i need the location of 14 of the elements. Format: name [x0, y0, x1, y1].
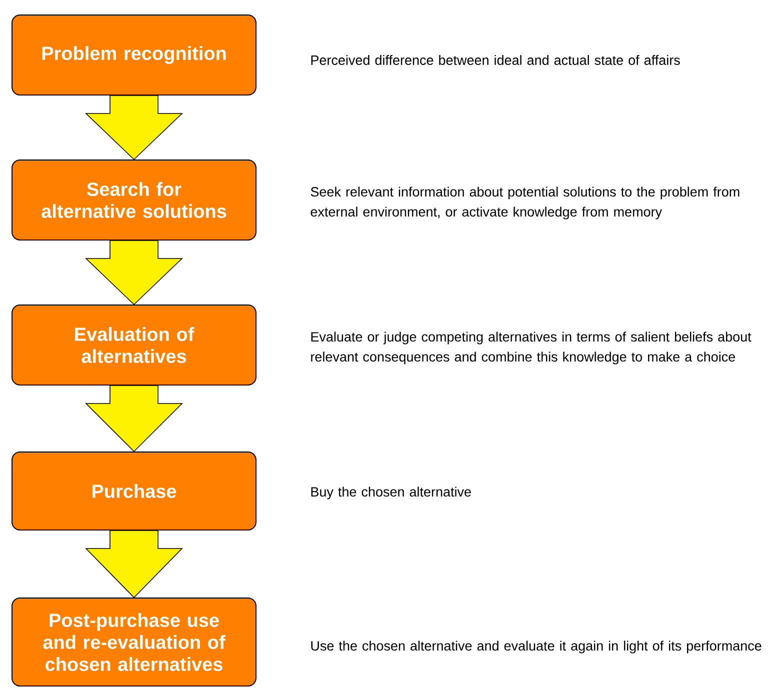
description-text: Buy the chosen alternative [311, 486, 471, 500]
description-text: Perceived difference between ideal and actual state of affairs [311, 55, 680, 65]
process-box: Purchase [12, 452, 256, 530]
block-arrow [85, 95, 183, 160]
description-text: Seek relevant information about potential solutions to the problem from external environment, or activate knowledge from memory [310, 186, 740, 220]
description-text: Evaluate or judge competing alternatives in terms of salient beliefs about relevant consequences and combine this knowledge to make a choice [311, 332, 752, 364]
process-box: Post-purchase use and re-evaluation of chosen alternatives [12, 598, 256, 686]
block-arrow [85, 385, 183, 452]
process-box: Problem recognition [12, 14, 256, 96]
process-box: Search for alternative solutions [12, 160, 256, 240]
block-arrow [85, 240, 183, 306]
process-box: Evaluation of alternatives [12, 304, 256, 386]
description-text: Use the chosen alternative and evaluate it again in light of its performance [311, 640, 762, 654]
block-arrow [85, 530, 183, 598]
